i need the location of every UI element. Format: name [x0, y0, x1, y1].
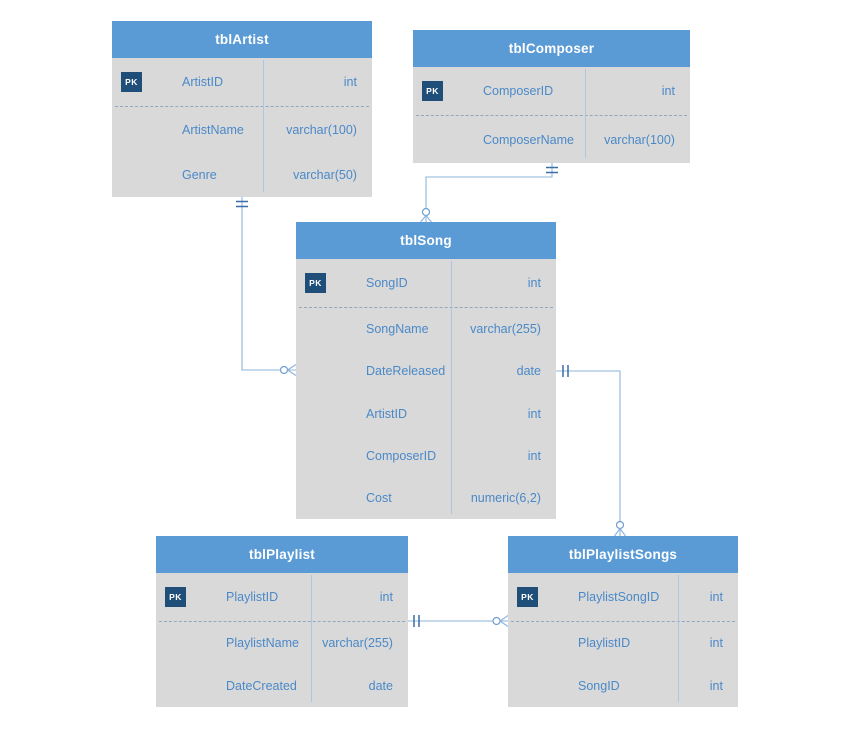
column-divider — [450, 261, 452, 514]
connector-tblComposer-tblSong — [420, 163, 558, 223]
table-body: PK ArtistID int ArtistName varchar(100) … — [112, 58, 372, 197]
connector-tblArtist-tblSong — [236, 197, 297, 376]
column-name: SongID — [578, 678, 620, 693]
column-name: ComposerName — [483, 132, 575, 147]
table-row: SongName varchar(255) — [296, 308, 556, 350]
table-row: PlaylistName varchar(255) — [156, 622, 408, 665]
zero-marker-icon — [279, 365, 289, 375]
table-tblPlaylistSongs[interactable]: tblPlaylistSongs PK PlaylistSongID int P… — [508, 536, 738, 707]
pk-separator — [115, 106, 369, 107]
column-name: DateCreated — [226, 678, 297, 693]
table-tblArtist[interactable]: tblArtist PK ArtistID int ArtistName var… — [112, 21, 372, 197]
column-type: int — [527, 448, 541, 463]
pk-badge: PK — [305, 273, 326, 293]
column-name: PlaylistID — [578, 636, 631, 651]
table-tblSong[interactable]: tblSong PK SongID int SongName varchar(2… — [296, 222, 556, 519]
table-row: ComposerID int — [296, 435, 556, 477]
table-row: ArtistID int — [296, 392, 556, 434]
column-divider — [262, 60, 264, 192]
connector-tblSong-tblPlaylistSongs — [556, 365, 626, 537]
table-row: SongID int — [508, 665, 738, 708]
table-tblPlaylist[interactable]: tblPlaylist PK PlaylistID int PlaylistNa… — [156, 536, 408, 707]
many-crowfoot-icon — [287, 364, 297, 376]
column-type: int — [709, 636, 723, 651]
column-divider — [678, 575, 680, 702]
connector-tblPlaylist-tblPlaylistSongs — [408, 615, 509, 627]
table-row: DateCreated date — [156, 665, 408, 708]
pk-separator — [299, 307, 553, 308]
column-name: Cost — [366, 490, 392, 505]
pk-separator — [159, 621, 405, 622]
one-marker-icon — [562, 365, 569, 377]
column-type: date — [516, 364, 541, 379]
column-name: DateReleased — [366, 364, 446, 379]
column-type: int — [379, 590, 393, 604]
table-row: PK SongID int — [296, 259, 556, 307]
pk-badge: PK — [517, 587, 538, 607]
pk-separator — [416, 115, 687, 116]
one-marker-icon — [236, 200, 248, 208]
table-row: ArtistName varchar(100) — [112, 107, 372, 152]
pk-badge: PK — [165, 587, 186, 607]
column-name: PlaylistSongID — [578, 590, 660, 604]
table-body: PK PlaylistID int PlaylistName varchar(2… — [156, 573, 408, 707]
column-type: int — [709, 590, 723, 604]
zero-marker-icon — [615, 520, 625, 530]
relationship-line — [425, 163, 553, 222]
pk-badge: PK — [422, 81, 443, 101]
column-type: varchar(255) — [470, 322, 541, 337]
column-type: varchar(100) — [286, 122, 357, 137]
column-name: ArtistID — [182, 75, 223, 89]
column-name: ArtistName — [182, 122, 244, 137]
column-name: ComposerID — [366, 448, 437, 463]
table-body: PK SongID int SongName varchar(255) Date… — [296, 259, 556, 519]
column-name: PlaylistName — [226, 636, 299, 651]
table-tblComposer[interactable]: tblComposer PK ComposerID int ComposerNa… — [413, 30, 690, 163]
zero-marker-icon — [492, 616, 501, 626]
column-type: date — [368, 678, 393, 693]
column-type: int — [709, 678, 723, 693]
table-body: PK PlaylistSongID int PlaylistID int Son… — [508, 573, 738, 707]
one-marker-icon — [546, 166, 558, 174]
table-row: Genre varchar(50) — [112, 152, 372, 197]
column-type: int — [527, 406, 541, 421]
pk-badge: PK — [121, 72, 142, 92]
column-divider — [310, 575, 312, 702]
many-crowfoot-icon — [614, 528, 626, 537]
column-name: SongID — [366, 276, 408, 290]
table-row: PlaylistID int — [508, 622, 738, 665]
column-name: Genre — [182, 167, 217, 182]
column-name: ComposerID — [483, 84, 554, 98]
table-row: ComposerName varchar(100) — [413, 116, 690, 163]
pk-separator — [511, 621, 735, 622]
table-title: tblArtist — [112, 21, 372, 58]
relationship-line — [556, 370, 621, 536]
table-row: PK PlaylistSongID int — [508, 573, 738, 621]
relationship-line — [241, 197, 296, 371]
column-name: PlaylistID — [226, 590, 279, 604]
column-type: varchar(255) — [322, 636, 393, 651]
table-title: tblSong — [296, 222, 556, 259]
column-type: numeric(6,2) — [470, 490, 541, 505]
table-title: tblPlaylist — [156, 536, 408, 573]
table-row: PK ArtistID int — [112, 58, 372, 106]
column-name: SongName — [366, 322, 429, 337]
table-body: PK ComposerID int ComposerName varchar(1… — [413, 67, 690, 163]
column-type: int — [343, 75, 357, 89]
table-title: tblPlaylistSongs — [508, 536, 738, 573]
table-row: Cost numeric(6,2) — [296, 477, 556, 519]
one-marker-icon — [413, 615, 420, 627]
zero-marker-icon — [421, 207, 431, 217]
table-title: tblComposer — [413, 30, 690, 67]
column-type: int — [661, 84, 675, 98]
column-type: int — [527, 276, 541, 290]
table-row: DateReleased date — [296, 350, 556, 392]
many-crowfoot-icon — [499, 615, 509, 627]
column-name: ArtistID — [366, 406, 407, 421]
table-row: PK PlaylistID int — [156, 573, 408, 621]
table-row: PK ComposerID int — [413, 67, 690, 115]
column-divider — [584, 69, 586, 158]
column-type: varchar(50) — [293, 167, 357, 182]
column-type: varchar(100) — [604, 132, 675, 147]
